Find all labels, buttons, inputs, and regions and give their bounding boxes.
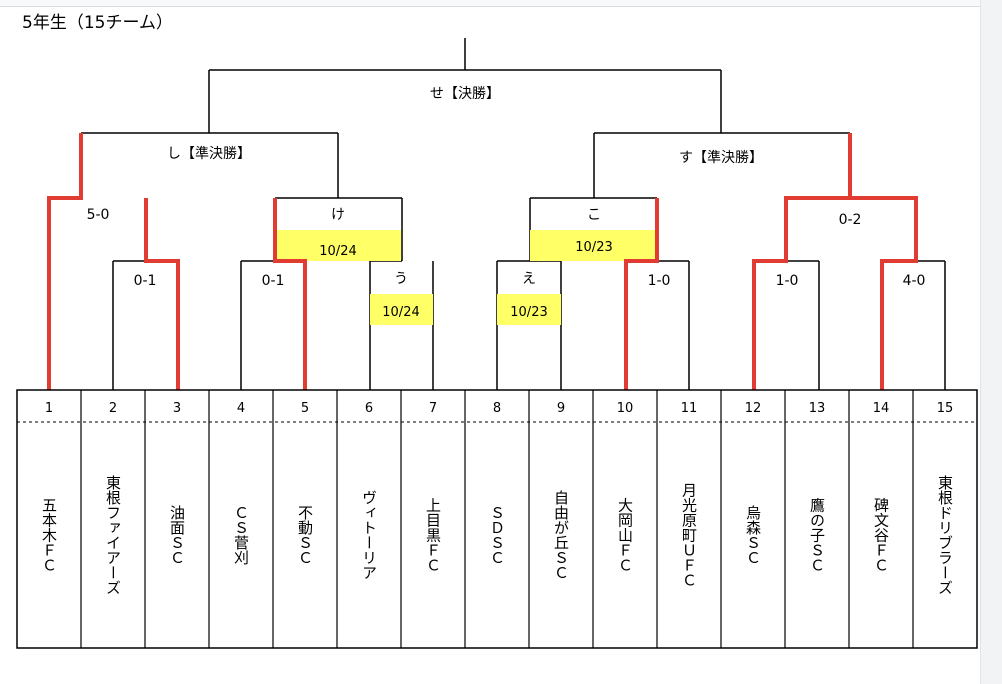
team-name: 上目黒ＦＣ — [424, 498, 442, 573]
match-label-ke: け — [331, 207, 345, 223]
team-number: 9 — [557, 401, 565, 416]
date-box-ke — [275, 230, 401, 261]
match-label-e: え — [522, 271, 536, 287]
score-qf-right: 0-2 — [839, 212, 862, 228]
team-number: 8 — [493, 401, 501, 416]
team-name: 月光原町ＵＦＣ — [680, 483, 698, 588]
team-number: 5 — [301, 401, 309, 416]
team-names: 五本木ＦＣ 東根ファイアーズ 油面ＳＣ ＣＳ菅刈 不動ＳＣ ヴィトーリア 上目黒ＦＣ ＳＤＳＣ… — [40, 475, 954, 595]
scrollbar[interactable] — [980, 0, 1002, 684]
team-name: 油面ＳＣ — [168, 505, 186, 565]
team-name: 烏森ＳＣ — [744, 505, 762, 565]
team-name: 東根ドリブラーズ — [936, 475, 954, 595]
semifinal-left-label: し【準決勝】 — [167, 146, 251, 162]
match-date-ko: 10/23 — [575, 240, 612, 255]
date-box-e — [497, 294, 561, 325]
match-date-ke: 10/24 — [319, 244, 356, 259]
team-number: 12 — [745, 401, 762, 416]
match-date-boxes — [275, 230, 656, 325]
team-name: 五本木ＦＣ — [40, 498, 58, 573]
match-label-u: う — [394, 271, 408, 287]
team-number: 7 — [429, 401, 437, 416]
team-number: 6 — [365, 401, 373, 416]
team-table-border — [16, 389, 978, 649]
team-number: 15 — [937, 401, 954, 416]
tournament-bracket: 5年生（15チーム） せ【決勝】 し【準決勝】 す【準決勝】 け こ う え 1… — [16, 13, 978, 649]
team-name: ＣＳ菅刈 — [232, 505, 250, 565]
score-r1-2-3: 0-1 — [134, 273, 157, 289]
score-qf-left: 5-0 — [87, 207, 110, 223]
team-name: 不動ＳＣ — [296, 505, 314, 565]
team-name: 大岡山ＦＣ — [616, 498, 634, 573]
match-date-u: 10/24 — [382, 305, 419, 320]
team-number: 10 — [617, 401, 634, 416]
score-r1-14-15: 4-0 — [903, 273, 926, 289]
score-r1-4-5: 0-1 — [262, 273, 285, 289]
team-name: ヴィトーリア — [360, 490, 378, 580]
score-r1-12-13: 1-0 — [776, 273, 799, 289]
team-name: 鷹の子ＳＣ — [808, 498, 826, 573]
team-number: 2 — [109, 401, 117, 416]
match-label-ko: こ — [587, 207, 601, 223]
team-column-dividers — [80, 390, 914, 648]
final-label: せ【決勝】 — [430, 86, 500, 102]
winner-lines — [47, 133, 918, 390]
team-number: 3 — [173, 401, 181, 416]
bracket-lines — [81, 38, 946, 390]
match-date-e: 10/23 — [510, 305, 547, 320]
team-number: 13 — [809, 401, 826, 416]
team-number: 11 — [681, 401, 698, 416]
team-name: ＳＤＳＣ — [488, 505, 506, 565]
team-name: 碑文谷ＦＣ — [872, 498, 890, 573]
semifinal-right-label: す【準決勝】 — [679, 150, 763, 166]
date-box-ko — [530, 230, 656, 261]
team-name: 自由が丘ＳＣ — [552, 490, 570, 580]
team-number: 4 — [237, 401, 245, 416]
team-number: 14 — [873, 401, 890, 416]
date-box-u — [370, 294, 433, 325]
bracket-title: 5年生（15チーム） — [22, 13, 173, 33]
sheet-top-strip — [0, 0, 980, 7]
team-name: 東根ファイアーズ — [104, 475, 122, 595]
team-number: 1 — [45, 401, 53, 416]
score-r1-10-11: 1-0 — [648, 273, 671, 289]
